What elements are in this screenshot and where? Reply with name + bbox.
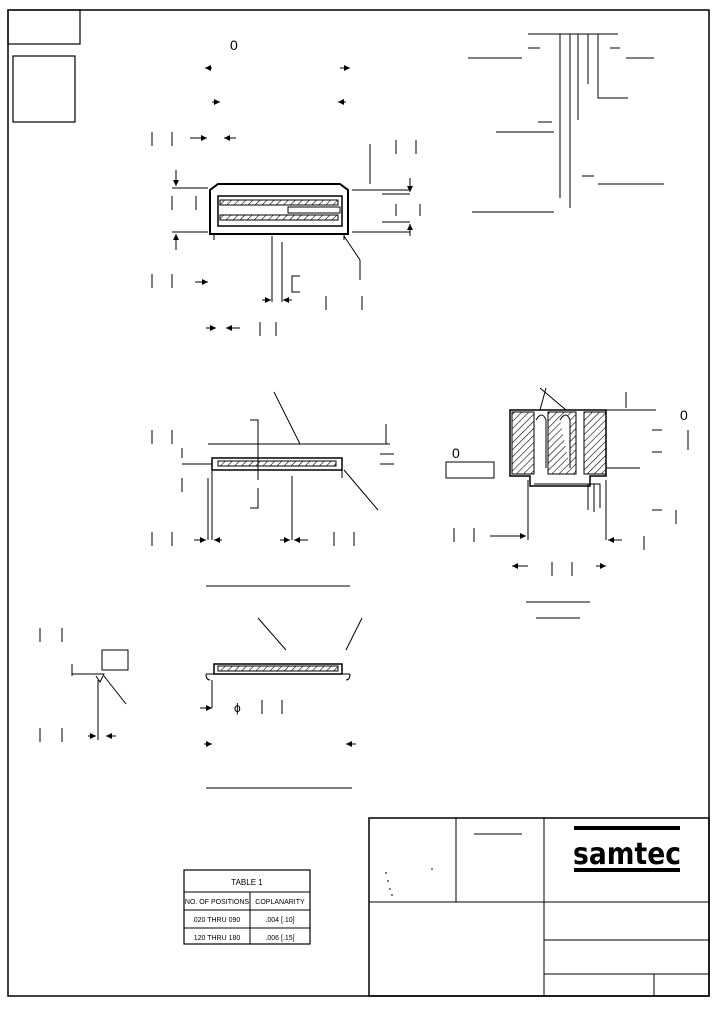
tails [213,234,345,240]
company-logo-text: samtec [573,837,681,872]
diameter-symbol: ϕ [234,701,241,715]
rev-symbol-top: 0 [230,37,238,53]
dim-bracket [151,132,173,146]
table-cell: 120 THRU 180 [194,935,241,942]
leader [343,235,361,280]
bottom-view: ϕ [200,617,363,789]
dim-bracket [171,196,421,216]
table-cell: .006 [.15] [265,935,294,942]
key-slot [287,206,341,214]
sheet-border [7,9,710,997]
samtec-logo: samtec [573,826,681,872]
table-1: TABLE 1 NO. OF POSITIONS COPLANARITY 020… [183,869,311,945]
table-header-positions: NO. OF POSITIONS [185,899,250,906]
datum-box [291,275,300,293]
title-block [368,817,710,997]
front-view [151,391,394,587]
revision-box [12,55,76,123]
pin-row-top [219,199,339,206]
dim-bracket [151,274,363,336]
table-cell: .004 [.10] [265,917,294,924]
pin-row-bottom [219,214,339,221]
connector-slot [217,195,343,227]
table-header-coplanarity: COPLANARITY [255,899,305,906]
corner-tab-box [7,9,81,45]
center-line [271,236,283,302]
table-title: TABLE 1 [231,878,263,887]
rev-symbol-bottom: 0 [452,445,460,461]
side-detail [39,628,129,742]
dim-bracket [395,140,417,154]
top-view: 0 [151,37,421,336]
section-view: 0 0 [445,387,689,619]
table-cell: 020 THRU 090 [194,917,241,924]
ext-lines [172,187,410,233]
rev-symbol-side: 0 [680,407,688,423]
part-number-callout [468,33,664,213]
